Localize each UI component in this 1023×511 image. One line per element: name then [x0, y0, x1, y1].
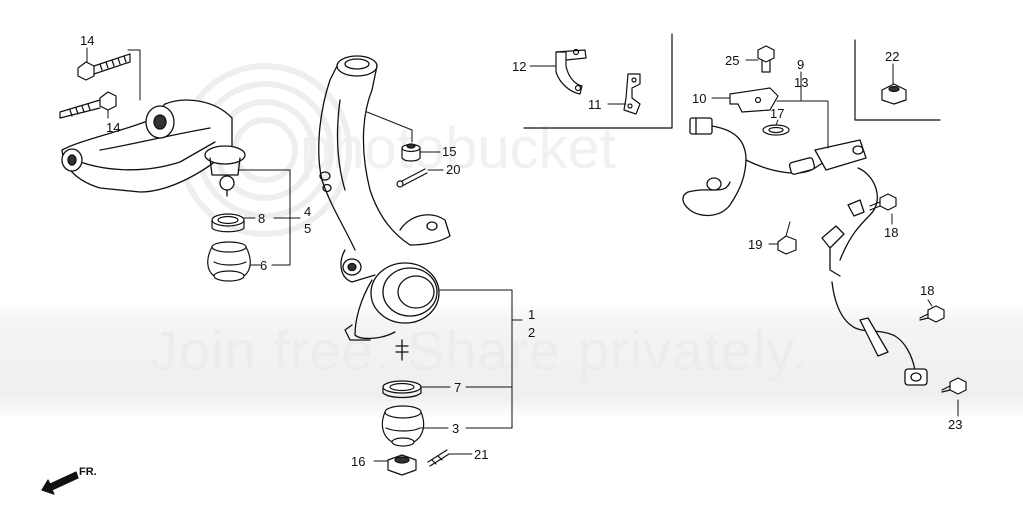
callout-25: 25 [725, 53, 740, 68]
callout-5: 5 [304, 221, 312, 236]
bracket-12 [555, 48, 587, 95]
steering-knuckle [318, 55, 451, 361]
bolt-25 [757, 45, 775, 73]
hub-nut-16 [387, 454, 417, 476]
castle-nut-15 [401, 143, 421, 162]
snap-ring-7 [382, 380, 422, 399]
nut-22 [881, 83, 907, 105]
callout-16: 16 [351, 454, 366, 469]
callout-6: 6 [260, 258, 268, 273]
callout-19: 19 [748, 237, 763, 252]
bracket-10 [729, 87, 779, 113]
callout-14-top: 14 [80, 33, 95, 48]
cotter-pin-21 [427, 449, 450, 467]
bracket-11 [623, 73, 641, 115]
callout-20: 20 [446, 162, 461, 177]
callout-12: 12 [512, 59, 527, 74]
bolt-14-upper [77, 53, 131, 81]
watermark-text: Join free. Share privately. [150, 319, 808, 382]
callout-11: 11 [588, 97, 602, 112]
callout-18-upper: 18 [884, 225, 899, 240]
nut-19 [777, 235, 797, 255]
callout-23: 23 [948, 417, 963, 432]
nut-22-frame [854, 39, 941, 121]
callout-4: 4 [304, 204, 312, 219]
cotter-pin-20 [396, 168, 428, 188]
clip-17 [762, 124, 790, 136]
callout-2: 2 [528, 325, 536, 340]
upper-control-arm [61, 99, 246, 197]
callout-18-lower: 18 [920, 283, 935, 298]
ball-joint-boot [207, 241, 251, 282]
callout-1: 1 [528, 307, 536, 322]
wheel-sensor-harness [682, 117, 928, 386]
callout-7: 7 [454, 380, 462, 395]
bolt-18-upper [869, 193, 897, 211]
bolt-23 [941, 377, 967, 395]
watermark-logo-text: photobucket [300, 116, 617, 181]
bolt-14-lower [59, 91, 117, 119]
bolt-18-lower [919, 305, 945, 323]
callout-14-bottom: 14 [106, 120, 121, 135]
callout-22: 22 [885, 49, 900, 64]
front-direction-arrow [41, 471, 79, 495]
callout-9: 9 [797, 57, 805, 72]
front-direction-label: FR. [79, 466, 97, 478]
callout-3: 3 [452, 421, 460, 436]
lower-ball-joint-boot-3 [381, 405, 425, 447]
callout-8: 8 [258, 211, 266, 226]
callout-15: 15 [442, 144, 457, 159]
leader-lines [86, 47, 959, 462]
dust-seal-ring [211, 213, 245, 233]
callout-17: 17 [770, 106, 785, 121]
callout-21: 21 [474, 447, 489, 462]
callout-10: 10 [692, 91, 707, 106]
bracket-group-frame [523, 33, 673, 129]
callout-13: 13 [794, 75, 809, 90]
